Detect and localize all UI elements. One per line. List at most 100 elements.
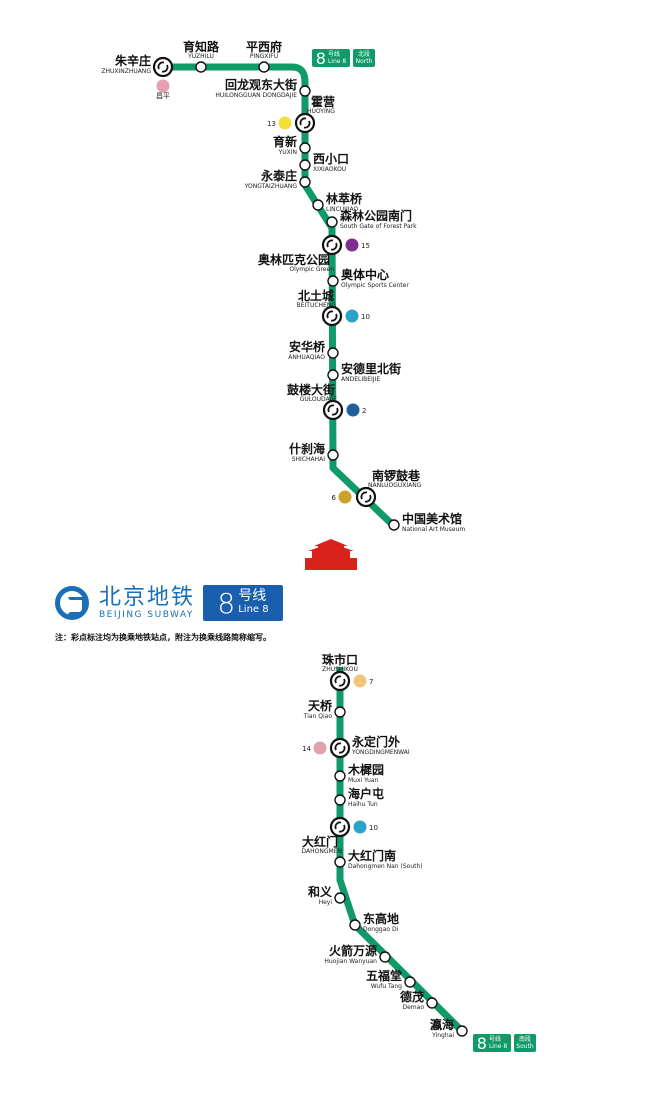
station-name-en: HUILONGGUAN DONGDAJIE [215, 92, 297, 99]
transfer-line-dot [345, 238, 359, 252]
transfer-line-dot [338, 490, 352, 504]
logo-en: BEIJING SUBWAY [99, 610, 194, 620]
transfer-arrows-icon [326, 310, 338, 322]
station-dot-icon [334, 706, 346, 718]
station-dot-icon [195, 61, 207, 73]
station-name-en: Demao [402, 1004, 424, 1011]
station-name-cn: 大红门 [302, 834, 338, 849]
station-dot-icon [299, 159, 311, 171]
station-dot-icon [327, 449, 339, 461]
station-name-cn: 和义 [307, 884, 333, 899]
station-name-cn: 东高地 [363, 911, 399, 926]
station-name-cn: 回龙观东大街 [225, 77, 297, 92]
station-name-cn: 西小口 [313, 151, 349, 166]
station-name-cn: 大红门南 [348, 848, 396, 863]
transfer-station-icon [152, 56, 174, 78]
station-name-cn: 天桥 [308, 698, 333, 713]
transfer-line-dot [353, 674, 367, 688]
station-name-cn: 木樨园 [347, 762, 384, 777]
badge-line-en: Line 8 [488, 1043, 508, 1050]
transfer-arrows-icon [360, 491, 372, 503]
station-dot-icon [426, 997, 438, 1009]
badge-line-cn: 号线 [327, 51, 340, 58]
station-dot-icon [379, 951, 391, 963]
station-dot-icon [334, 770, 346, 782]
station-dot-icon [388, 519, 400, 531]
station-name-en: PINGXIFU [250, 53, 278, 60]
station-name-en: YUXIN [278, 149, 297, 156]
transfer-arrows-icon [334, 821, 346, 833]
transfer-station-icon [321, 234, 343, 256]
station-name-cn: 火箭万源 [329, 943, 377, 958]
station-name-cn: 德茂 [400, 989, 424, 1004]
badge-line-cn: 号线 [488, 1036, 501, 1043]
transfer-arrows-icon [157, 61, 169, 73]
station-name-cn: 南锣鼓巷 [372, 468, 421, 483]
transfer-arrows-icon [326, 239, 338, 251]
transfer-line-dot [353, 820, 367, 834]
station-name-en: YONGDINGMENWAI [351, 749, 410, 756]
station-dot-icon [327, 369, 339, 381]
station-name-en: National Art Museum [402, 526, 465, 533]
transfer-line-dot [278, 116, 292, 130]
station-name-en: Yinghai [431, 1032, 454, 1039]
station-name-en: ANHUAQIAO [288, 354, 325, 361]
transfer-line-label: 13 [267, 120, 276, 128]
transfer-station-icon [321, 305, 343, 327]
station-dot-icon [299, 142, 311, 154]
station-name-en: ZHUSHIKOU [322, 666, 358, 673]
transfer-line-dot [345, 309, 359, 323]
badge-section-en: North [355, 58, 373, 65]
station-dot-icon [327, 275, 339, 287]
station-name-en: Donggao Di [363, 926, 399, 933]
station-name-en: NANLUOGUXIANG [368, 482, 422, 489]
station-name-cn: 中国美术馆 [402, 511, 462, 526]
station-name-en: Dahongmen Nan (South) [348, 863, 423, 870]
station-dot-icon [334, 856, 346, 868]
station-name-cn: 五福堂 [366, 968, 402, 983]
transfer-station-icon [355, 486, 377, 508]
transfer-line-label: 14 [302, 745, 311, 753]
station-name-en: Huojian Wanyuan [324, 958, 377, 965]
station-name-cn: 林萃桥 [326, 191, 363, 206]
station-name-cn: 安华桥 [289, 339, 326, 354]
station-name-en: GULOUDAJIE [300, 396, 337, 403]
station-name-en: YUZHILU [187, 53, 214, 60]
